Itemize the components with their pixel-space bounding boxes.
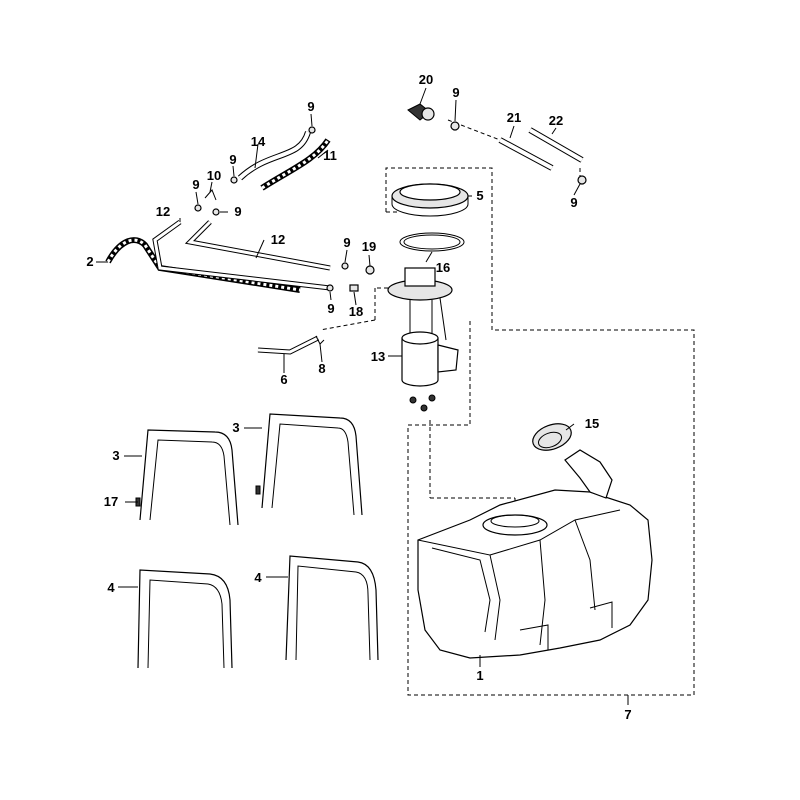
callout-3-rear: 3 xyxy=(232,420,239,435)
strap-front xyxy=(135,429,239,526)
braided-hose xyxy=(105,237,301,293)
fuel-pump-module xyxy=(387,267,459,412)
callout-1: 1 xyxy=(476,668,483,683)
callout-15: 15 xyxy=(585,416,599,431)
callout-19: 19 xyxy=(362,239,376,254)
leader-lines xyxy=(96,87,629,705)
callout-20: 20 xyxy=(419,72,433,87)
callout-18: 18 xyxy=(349,304,363,319)
callout-8: 8 xyxy=(318,361,325,376)
callout-9-e: 9 xyxy=(343,235,350,250)
callout-22: 22 xyxy=(549,113,563,128)
filler-cap xyxy=(532,423,572,451)
callout-21: 21 xyxy=(507,110,521,125)
hose-clamps xyxy=(194,121,587,345)
callout-9-c: 9 xyxy=(192,177,199,192)
valve xyxy=(407,103,435,121)
callout-10: 10 xyxy=(207,168,221,183)
callout-11: 11 xyxy=(323,148,337,163)
fuel-lines xyxy=(152,219,331,291)
callout-labels: 1 2 3 3 4 4 5 6 7 8 9 9 9 9 9 9 9 9 10 1… xyxy=(86,72,631,722)
callout-16: 16 xyxy=(436,260,450,275)
callout-12-a: 12 xyxy=(156,204,170,219)
callout-9-a: 9 xyxy=(307,99,314,114)
callout-14: 14 xyxy=(251,134,266,149)
callout-17: 17 xyxy=(104,494,118,509)
callout-6: 6 xyxy=(280,372,287,387)
callout-9-g: 9 xyxy=(452,85,459,100)
fuel-tank xyxy=(417,449,653,659)
callout-2: 2 xyxy=(86,254,93,269)
callout-3-front: 3 xyxy=(112,448,119,463)
strap-lower-right xyxy=(285,555,379,661)
strap-lower-left xyxy=(137,569,233,669)
pipes xyxy=(498,127,584,171)
callout-13: 13 xyxy=(371,349,385,364)
callout-5: 5 xyxy=(476,188,483,203)
callout-9-h: 9 xyxy=(570,195,577,210)
lock-ring xyxy=(391,183,469,217)
vent-hoses xyxy=(237,130,331,191)
callout-9-f: 9 xyxy=(327,301,334,316)
callout-9-b: 9 xyxy=(229,152,236,167)
strap-rear xyxy=(255,413,363,516)
callout-4-right: 4 xyxy=(254,570,262,585)
callout-7: 7 xyxy=(624,707,631,722)
hose-short xyxy=(257,335,320,355)
callout-4-left: 4 xyxy=(107,580,115,595)
callout-9-d: 9 xyxy=(234,204,241,219)
gasket xyxy=(399,232,465,252)
callout-12-b: 12 xyxy=(271,232,285,247)
